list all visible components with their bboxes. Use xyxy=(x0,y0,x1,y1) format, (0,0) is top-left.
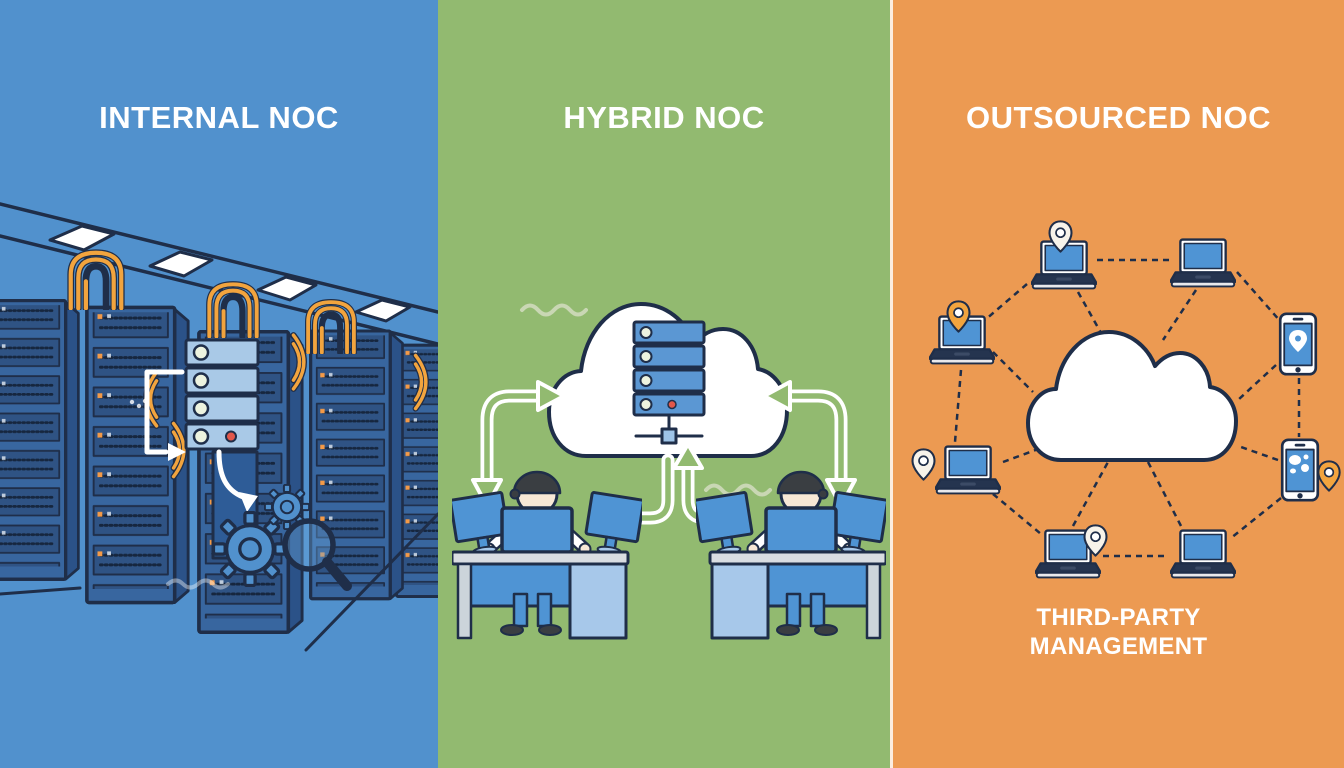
internal-noc-title: INTERNAL NOC xyxy=(99,100,339,135)
map-blobs-icon xyxy=(1289,454,1309,474)
laptop-icon xyxy=(1170,238,1236,288)
laptop-icon xyxy=(935,445,1001,495)
smartphone-icon xyxy=(1280,438,1320,502)
ceiling-light-icon xyxy=(48,224,412,323)
squiggle xyxy=(166,578,230,590)
operator-desk-icon xyxy=(450,472,643,638)
magnifier-icon xyxy=(282,518,352,591)
cloud-server-icon xyxy=(547,302,789,458)
server-room-illustration xyxy=(0,202,438,652)
smartphone-icon xyxy=(1278,312,1318,376)
callout-arrow-icon xyxy=(216,449,258,512)
server-rack-icon xyxy=(0,298,81,581)
caption-line-1: THIRD-PARTY xyxy=(1036,604,1201,631)
operator-desk-icon xyxy=(694,472,887,638)
cable-bundle-icon xyxy=(209,284,256,336)
ceiling xyxy=(0,202,438,346)
flow-arrow-icon xyxy=(471,380,566,508)
hybrid-noc-title: HYBRID NOC xyxy=(563,100,765,135)
squiggle xyxy=(704,483,772,497)
server-stack-icon xyxy=(632,320,706,445)
panel-hybrid-noc: HYBRID NOC xyxy=(438,0,890,768)
location-pin-icon xyxy=(1317,460,1341,492)
cloud-icon xyxy=(1026,330,1238,462)
panel-internal-noc: INTERNAL NOC xyxy=(0,0,438,768)
sparkle xyxy=(129,398,148,409)
third-party-caption: THIRD-PARTY MANAGEMENT xyxy=(893,603,1344,662)
location-pin-icon xyxy=(911,448,936,481)
laptop-icon xyxy=(1170,529,1236,579)
cable-bundle-icon xyxy=(71,253,122,309)
outsourced-noc-illustration xyxy=(911,220,1341,579)
panel-outsourced-noc: OUTSOURCED NOC xyxy=(890,0,1344,768)
callout-bracket-icon xyxy=(144,369,186,461)
outsourced-noc-title: OUTSOURCED NOC xyxy=(966,100,1271,135)
floor-lines xyxy=(0,512,438,652)
caption-line-2: MANAGEMENT xyxy=(1029,633,1208,661)
hybrid-noc-illustration xyxy=(438,302,890,768)
squiggle xyxy=(520,303,588,317)
